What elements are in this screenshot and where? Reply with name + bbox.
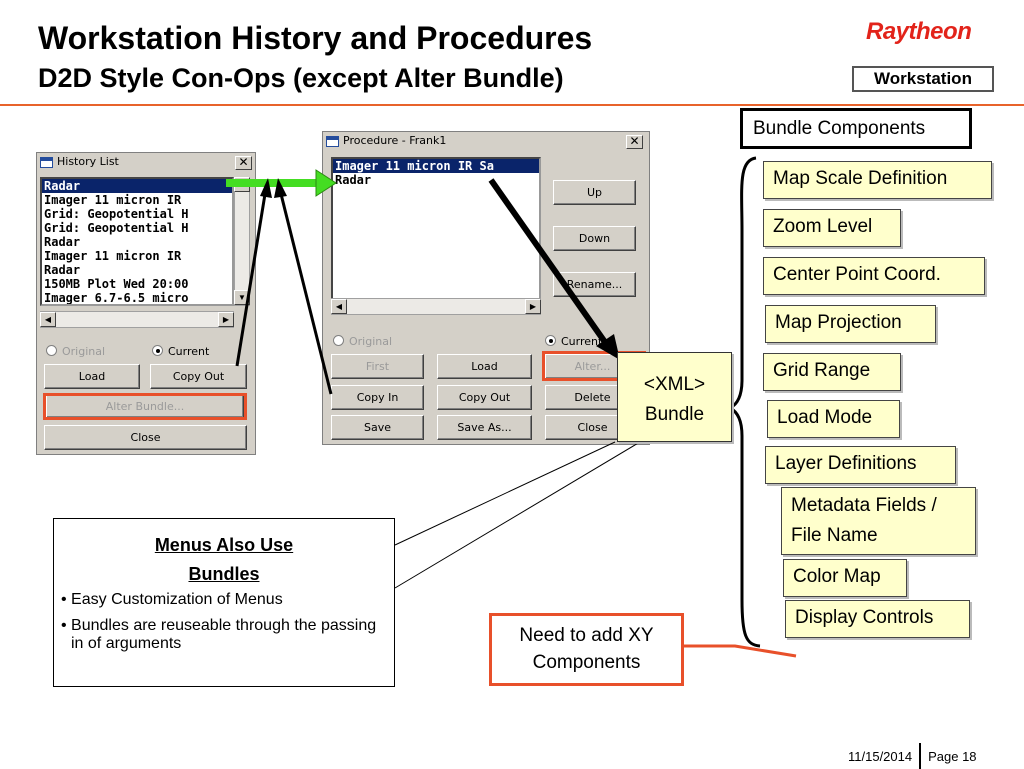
callout-line-top <box>394 441 616 546</box>
component-center-point: Center Point Coord. <box>763 257 985 295</box>
procedure-first-button[interactable]: First <box>331 354 424 379</box>
window-icon <box>326 136 339 147</box>
menus-heading-line1: Menus Also Use <box>154 535 294 555</box>
history-vertical-scrollbar[interactable]: ▲ ▼ <box>234 177 250 306</box>
procedure-radio-current[interactable]: Current <box>545 335 602 348</box>
menus-heading-line2: Bundles <box>188 564 260 584</box>
history-radio-original[interactable]: Original <box>46 345 105 358</box>
procedure-window: Procedure - Frank1 ✕ Imager 11 micron IR… <box>322 131 650 445</box>
history-list-window: History List ✕ Radar Imager 11 micron IR… <box>36 152 256 455</box>
footer-separator <box>919 743 922 769</box>
history-horizontal-scrollbar[interactable]: ◀ ▶ <box>40 311 234 328</box>
scroll-left-icon[interactable]: ◀ <box>40 312 56 327</box>
note-pointer <box>684 644 797 658</box>
procedure-title-bar[interactable]: Procedure - Frank1 ✕ <box>323 132 649 151</box>
alter-bundle-highlight <box>43 393 247 420</box>
procedure-copy-in-button[interactable]: Copy In <box>331 385 424 410</box>
component-map-scale: Map Scale Definition <box>763 161 992 199</box>
note-line2: Components <box>532 652 641 673</box>
scroll-down-icon[interactable]: ▼ <box>234 290 250 305</box>
slide-footer: 11/15/2014 Page 18 <box>848 743 977 769</box>
slide-subtitle: D2D Style Con-Ops (except Alter Bundle) <box>38 63 564 93</box>
slide-title: Workstation History and Procedures <box>38 20 593 56</box>
copyin-line-head <box>274 178 287 198</box>
history-item[interactable]: Grid: Geopotential H <box>44 207 189 221</box>
history-copy-out-button[interactable]: Copy Out <box>150 364 247 389</box>
history-load-button[interactable]: Load <box>44 364 140 389</box>
component-grid-range: Grid Range <box>763 353 901 391</box>
history-item[interactable]: Radar <box>42 179 232 193</box>
scroll-right-icon[interactable]: ▶ <box>218 312 234 327</box>
window-icon <box>40 157 53 168</box>
procedure-save-as-button[interactable]: Save As... <box>437 415 532 440</box>
header-divider <box>0 104 1024 106</box>
procedure-item[interactable]: Radar <box>335 173 372 187</box>
history-item[interactable]: Imager 11 micron IR <box>44 193 182 207</box>
component-load-mode: Load Mode <box>767 400 900 438</box>
history-item[interactable]: Imager 6.7-6.5 micro <box>44 291 189 305</box>
procedure-copy-out-button[interactable]: Copy Out <box>437 385 532 410</box>
procedure-horizontal-scrollbar[interactable]: ◀ ▶ <box>331 298 541 315</box>
history-listbox[interactable]: Radar Imager 11 micron IR Grid: Geopoten… <box>40 177 234 306</box>
bundle-components-title: Bundle Components <box>740 108 972 149</box>
raytheon-logo: Raytheon <box>866 18 972 45</box>
radio-selected-icon <box>152 345 163 356</box>
components-brace <box>726 156 761 648</box>
scroll-right-icon[interactable]: ▶ <box>525 299 541 314</box>
callout-line-bottom <box>394 441 641 589</box>
history-item[interactable]: Grid: Geopotential H <box>44 221 189 235</box>
menus-bullet-1: • Easy Customization of Menus <box>61 591 283 608</box>
procedure-down-button[interactable]: Down <box>553 226 636 251</box>
copyout-line-head <box>260 178 272 198</box>
radio-selected-icon <box>545 335 556 346</box>
close-icon[interactable]: ✕ <box>626 135 643 149</box>
filename-line: File Name <box>791 525 878 546</box>
history-radio-current[interactable]: Current <box>152 345 209 358</box>
menus-info-box: Menus Also Use Bundles • Easy Customizat… <box>53 518 395 687</box>
xy-components-note: Need to add XY Components <box>489 613 684 686</box>
procedure-radio-original[interactable]: Original <box>333 335 392 348</box>
procedure-up-button[interactable]: Up <box>553 180 636 205</box>
history-window-title: History List <box>57 155 119 168</box>
component-metadata-fields: Metadata Fields / File Name <box>781 487 976 555</box>
metadata-line: Metadata Fields / <box>791 495 937 516</box>
procedure-load-button[interactable]: Load <box>437 354 532 379</box>
history-item[interactable]: Imager 11 micron IR <box>44 249 182 263</box>
component-color-map: Color Map <box>783 559 907 597</box>
procedure-rename-button[interactable]: Rename... <box>553 272 636 297</box>
component-layer-definitions: Layer Definitions <box>765 446 956 484</box>
history-item[interactable]: Radar <box>44 263 81 277</box>
component-display-controls: Display Controls <box>785 600 970 638</box>
footer-date: 11/15/2014 <box>848 749 913 764</box>
history-item[interactable]: Radar <box>44 235 81 249</box>
close-icon[interactable]: ✕ <box>235 156 252 170</box>
procedure-listbox[interactable]: Imager 11 micron IR Sa Radar <box>331 157 541 301</box>
procedure-window-title: Procedure - Frank1 <box>343 134 447 147</box>
section-tag: Workstation <box>852 66 994 92</box>
history-item[interactable]: 150MB Plot Wed 20:00 <box>44 277 189 291</box>
history-close-button[interactable]: Close <box>44 425 247 450</box>
radio-icon <box>46 345 57 356</box>
radio-icon <box>333 335 344 346</box>
history-title-bar[interactable]: History List ✕ <box>37 153 255 172</box>
bundle-label: Bundle <box>644 404 705 425</box>
menus-bullet-2: • Bundles are reuseable through the pass… <box>61 617 377 652</box>
component-zoom-level: Zoom Level <box>763 209 901 247</box>
footer-page: Page 18 <box>928 749 977 764</box>
procedure-save-button[interactable]: Save <box>331 415 424 440</box>
component-map-projection: Map Projection <box>765 305 936 343</box>
note-line1: Need to add XY <box>519 625 654 646</box>
scroll-up-icon[interactable]: ▲ <box>234 177 250 192</box>
procedure-item[interactable]: Imager 11 micron IR Sa <box>333 159 539 173</box>
xml-bundle-callout: <XML> Bundle <box>617 352 732 442</box>
xml-label: <XML> <box>643 374 706 395</box>
scroll-left-icon[interactable]: ◀ <box>331 299 347 314</box>
